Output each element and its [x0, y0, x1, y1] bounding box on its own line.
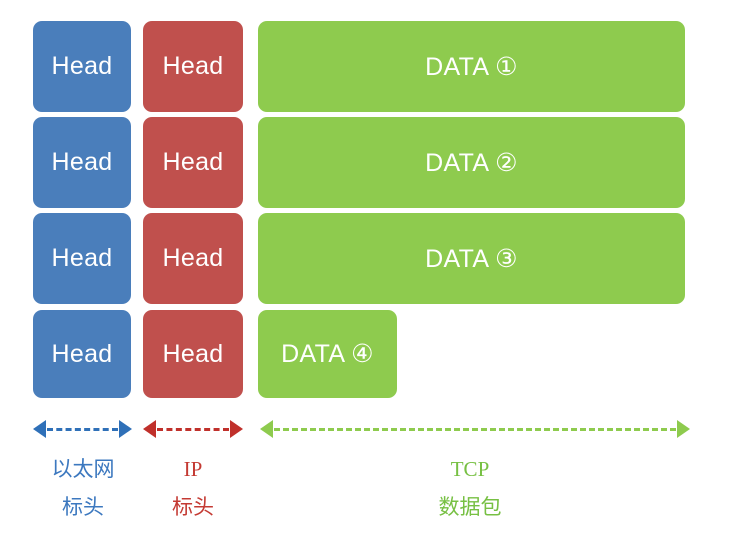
data-payload-box-2: DATA ②: [258, 117, 685, 208]
ethernet-caption-line-2: 标头: [62, 495, 104, 519]
ethernet-header-label-1: Head: [51, 52, 113, 80]
packet-row-3: Head Head DATA ③: [0, 213, 750, 304]
ethernet-header-label-3: Head: [51, 244, 113, 272]
data-caption-line-2: 数据包: [438, 495, 502, 519]
data-span-arrow: [260, 418, 690, 440]
ip-header-box-1: Head: [143, 21, 243, 112]
ip-header-box-2: Head: [143, 117, 243, 208]
ethernet-span-arrow: [33, 418, 132, 440]
arrow-head-left-icon: [260, 420, 273, 438]
ethernet-header-box-2: Head: [33, 117, 131, 208]
data-payload-label-3: DATA ③: [425, 244, 518, 273]
arrow-dashed-line: [274, 427, 676, 431]
data-payload-label-1: DATA ①: [425, 52, 518, 81]
arrow-head-left-icon: [143, 420, 156, 438]
data-payload-box-4: DATA ④: [258, 310, 397, 398]
ip-header-label-1: Head: [162, 52, 224, 80]
ethernet-header-label-2: Head: [51, 148, 113, 176]
data-caption-line-1: TCP: [450, 457, 490, 481]
ethernet-caption: 以太网 标头: [23, 450, 143, 526]
ip-header-box-3: Head: [143, 213, 243, 304]
arrow-head-left-icon: [33, 420, 46, 438]
data-payload-label-4: DATA ④: [281, 340, 374, 368]
data-payload-label-2: DATA ②: [425, 148, 518, 177]
ethernet-caption-line-1: 以太网: [51, 457, 115, 481]
packet-row-4: Head Head DATA ④: [0, 310, 750, 398]
ip-span-arrow: [143, 418, 243, 440]
data-payload-box-3: DATA ③: [258, 213, 685, 304]
ip-header-box-4: Head: [143, 310, 243, 398]
ip-header-label-2: Head: [162, 148, 224, 176]
arrow-dashed-line: [157, 427, 229, 431]
ethernet-header-box-3: Head: [33, 213, 131, 304]
data-caption: TCP 数据包: [410, 450, 530, 526]
arrow-head-right-icon: [677, 420, 690, 438]
ethernet-header-label-4: Head: [51, 339, 113, 368]
packet-row-2: Head Head DATA ②: [0, 117, 750, 208]
ip-header-label-3: Head: [162, 244, 224, 272]
arrow-head-right-icon: [230, 420, 243, 438]
ip-caption-line-1: IP: [183, 457, 203, 481]
ip-header-label-4: Head: [162, 339, 224, 368]
arrow-head-right-icon: [119, 420, 132, 438]
ethernet-header-box-4: Head: [33, 310, 131, 398]
data-payload-box-1: DATA ①: [258, 21, 685, 112]
ip-caption: IP 标头: [133, 450, 253, 526]
ethernet-header-box-1: Head: [33, 21, 131, 112]
ip-caption-line-2: 标头: [172, 495, 214, 519]
packet-row-1: Head Head DATA ①: [0, 21, 750, 112]
arrow-dashed-line: [47, 427, 118, 431]
